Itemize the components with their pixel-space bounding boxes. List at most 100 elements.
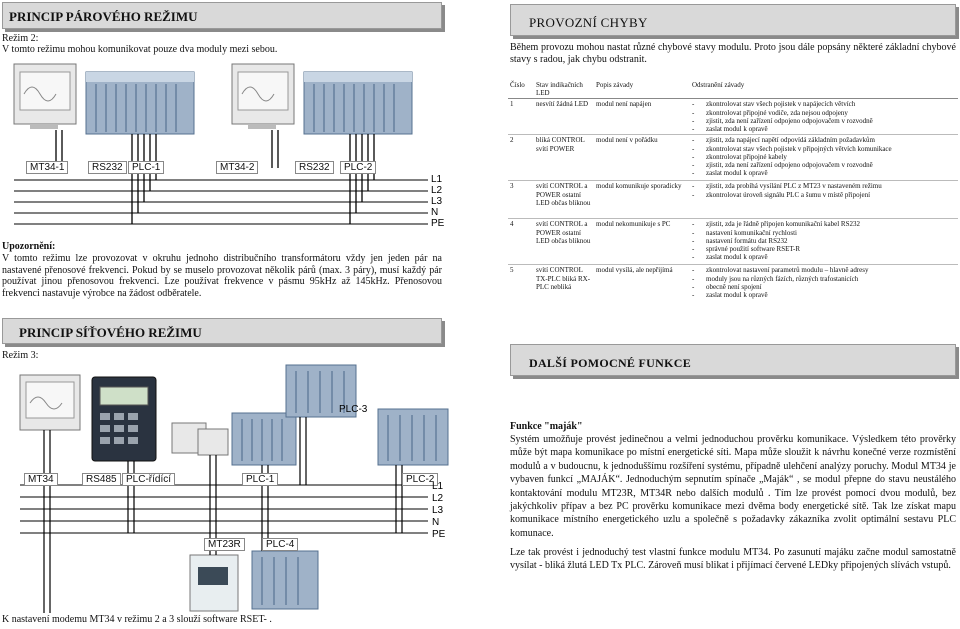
table-row: 3 svítí CONTROL a POWER ostatní LED obča… (508, 180, 958, 219)
fix-item: nastavení komunikační rychlosti (692, 229, 956, 237)
error-table-header: Číslo Stav indikačních LED Popis závady … (508, 80, 958, 100)
col-description: Popis závady (594, 80, 690, 100)
network-mode-diagram (19, 364, 449, 613)
fix-item: zkontrolovat připojné kabely (692, 153, 956, 161)
rs485-unit (91, 376, 157, 462)
row-fix: zjistit, zda napájecí napětí odpovídá zá… (690, 134, 958, 181)
line-l1: L1 (431, 174, 443, 185)
row-fix: zjistit, zda probíhá vysílání PLC z MT23… (690, 180, 958, 219)
mt34-2-device (231, 63, 413, 135)
label-rs232-2: RS232 (295, 161, 334, 174)
plc-rack-4 (251, 550, 319, 610)
row-number: 1 (508, 98, 534, 135)
line-l3-net: L3 (432, 505, 444, 516)
fix-item: zjistit, zda je řádně připojen komunikač… (692, 220, 956, 228)
fix-item: zkontrolovat stav všech pojistek v připo… (692, 145, 956, 153)
fix-item: zaslat modul k opravě (692, 169, 956, 177)
function-heading: Funkce "maják" (510, 421, 583, 432)
fix-item: zjistit, zda není zařízení odpojeno odpo… (692, 161, 956, 169)
fix-item: nastavení formátu dat RS232 (692, 237, 956, 245)
fix-item: obecně není spojení (692, 283, 956, 291)
col-led-state: Stav indikačních LED (534, 80, 594, 100)
fix-item: zaslat modul k opravě (692, 125, 956, 133)
error-table: Číslo Stav indikačních LED Popis závady … (508, 80, 958, 305)
row-fix: zkontrolovat nastavení parametrů modulu … (690, 264, 958, 305)
fix-item: moduly jsou na různých fázích, různých t… (692, 275, 956, 283)
line-n-net: N (432, 517, 440, 528)
line-l3: L3 (431, 196, 443, 207)
fix-item: zkontrolovat připojné vodiče, zda nejsou… (692, 109, 956, 117)
label-plc-4: PLC-4 (262, 538, 299, 551)
mode-label-3: Režim 3: (2, 350, 39, 361)
row-number: 5 (508, 264, 534, 305)
line-l2-net: L2 (432, 493, 444, 504)
fix-item: zjistit, zda není zařízení odpojeno odpo… (692, 117, 956, 125)
section-header-functions: DALŠÍ POMOCNÉ FUNKCE (510, 344, 956, 376)
fix-item: zaslat modul k opravě (692, 253, 956, 261)
fix-item: zkontrolovat nastavení parametrů modulu … (692, 266, 956, 274)
fix-item: správné použití software RSET-R (692, 245, 956, 253)
section-header-network-mode: PRINCIP SÍŤOVÉHO REŽIMU (2, 318, 442, 344)
section-intro: V tomto režimu mohou komunikovat pouze d… (2, 44, 278, 55)
line-pe-net: PE (432, 529, 446, 540)
row-desc: modul není napájen (594, 98, 690, 135)
row-state: svítí CONTROL a POWER ostatní LED občas … (534, 180, 594, 219)
label-mt34: MT34 (24, 473, 58, 486)
fix-item: zaslat modul k opravě (692, 291, 956, 299)
line-l2: L2 (431, 185, 443, 196)
row-number: 4 (508, 218, 534, 265)
mt34-1-device (13, 63, 195, 135)
line-pe: PE (431, 218, 445, 229)
mt23r-device (189, 554, 239, 612)
table-row: 1 nesvítí žádná LED modul není napájen z… (508, 98, 958, 135)
row-desc: modul komunikuje sporadicky (594, 180, 690, 219)
fix-item: zjistit, zda probíhá vysílání PLC z MT23… (692, 182, 956, 190)
row-desc: modul není v pořádku (594, 134, 690, 181)
warning-text: V tomto režimu lze provozovat v okruhu j… (2, 253, 442, 299)
function-paragraph-1: Systém umožňuje provést jedinečnou a vel… (510, 434, 956, 539)
label-mt23r: MT23R (204, 538, 245, 551)
warning-title: Upozornění: (2, 241, 56, 252)
label-mt34-2: MT34-2 (216, 161, 259, 174)
row-fix: zjistit, zda je řádně připojen komunikač… (690, 218, 958, 265)
row-desc: modul vysílá, ale nepřijímá (594, 264, 690, 305)
errors-intro: Během provozu mohou nastat různé chybové… (510, 42, 956, 65)
mt34-device (19, 374, 81, 431)
row-state: svítí CONTROL a POWER ostatní LED občas … (534, 218, 594, 265)
function-paragraph-2: Lze tak provést i jednoduchý test vlastn… (510, 547, 956, 572)
plc-rack-3 (285, 364, 357, 418)
label-rs485: RS485 (82, 473, 121, 486)
line-l1-net: L1 (432, 481, 444, 492)
row-number: 3 (508, 180, 534, 219)
mode-label: Režim 2: (2, 33, 39, 44)
row-number: 2 (508, 134, 534, 181)
label-plc-1: PLC-1 (128, 161, 165, 174)
table-row: 4 svítí CONTROL a POWER ostatní LED obča… (508, 218, 958, 265)
fix-item: zkontrolovat stav všech pojistek v napáj… (692, 100, 956, 108)
label-rs232-1: RS232 (88, 161, 127, 174)
row-desc: modul nekomunikuje s PC (594, 218, 690, 265)
row-state: nesvítí žádná LED (534, 98, 594, 135)
fix-item: zjistit, zda napájecí napětí odpovídá zá… (692, 136, 956, 144)
plc-rack-1 (231, 412, 297, 466)
label-plc-3: PLC-3 (339, 404, 368, 415)
row-state: bliká CONTROL svítí POWER (534, 134, 594, 181)
label-plc-2: PLC-2 (340, 161, 377, 174)
label-mt34-1: MT34-1 (26, 161, 69, 174)
footer-note: K nastavení modemu MT34 v režimu 2 a 3 s… (2, 614, 272, 625)
col-number: Číslo (508, 80, 534, 100)
fix-item: zkontrolovat úroveň signálu PLC a šumu v… (692, 191, 956, 199)
plc-rack-2 (377, 408, 449, 466)
line-n: N (431, 207, 439, 218)
col-fix: Odstranění závady (690, 80, 958, 100)
table-row: 5 svítí CONTROL TX-PLC bliká RX-PLC nebl… (508, 264, 958, 305)
label-plc-2-net: PLC-2 (402, 473, 439, 486)
section-header-errors: PROVOZNÍ CHYBY (510, 4, 956, 36)
row-fix: zkontrolovat stav všech pojistek v napáj… (690, 98, 958, 135)
label-plc-1-net: PLC-1 (242, 473, 279, 486)
row-state: svítí CONTROL TX-PLC bliká RX-PLC neblik… (534, 264, 594, 305)
section-header-pair-mode: PRINCIP PÁROVÉHO REŽIMU (2, 2, 442, 29)
table-row: 2 bliká CONTROL svítí POWER modul není v… (508, 134, 958, 181)
label-plc-ridici: PLC-řídící (122, 473, 176, 486)
pair-mode-diagram (13, 63, 428, 225)
